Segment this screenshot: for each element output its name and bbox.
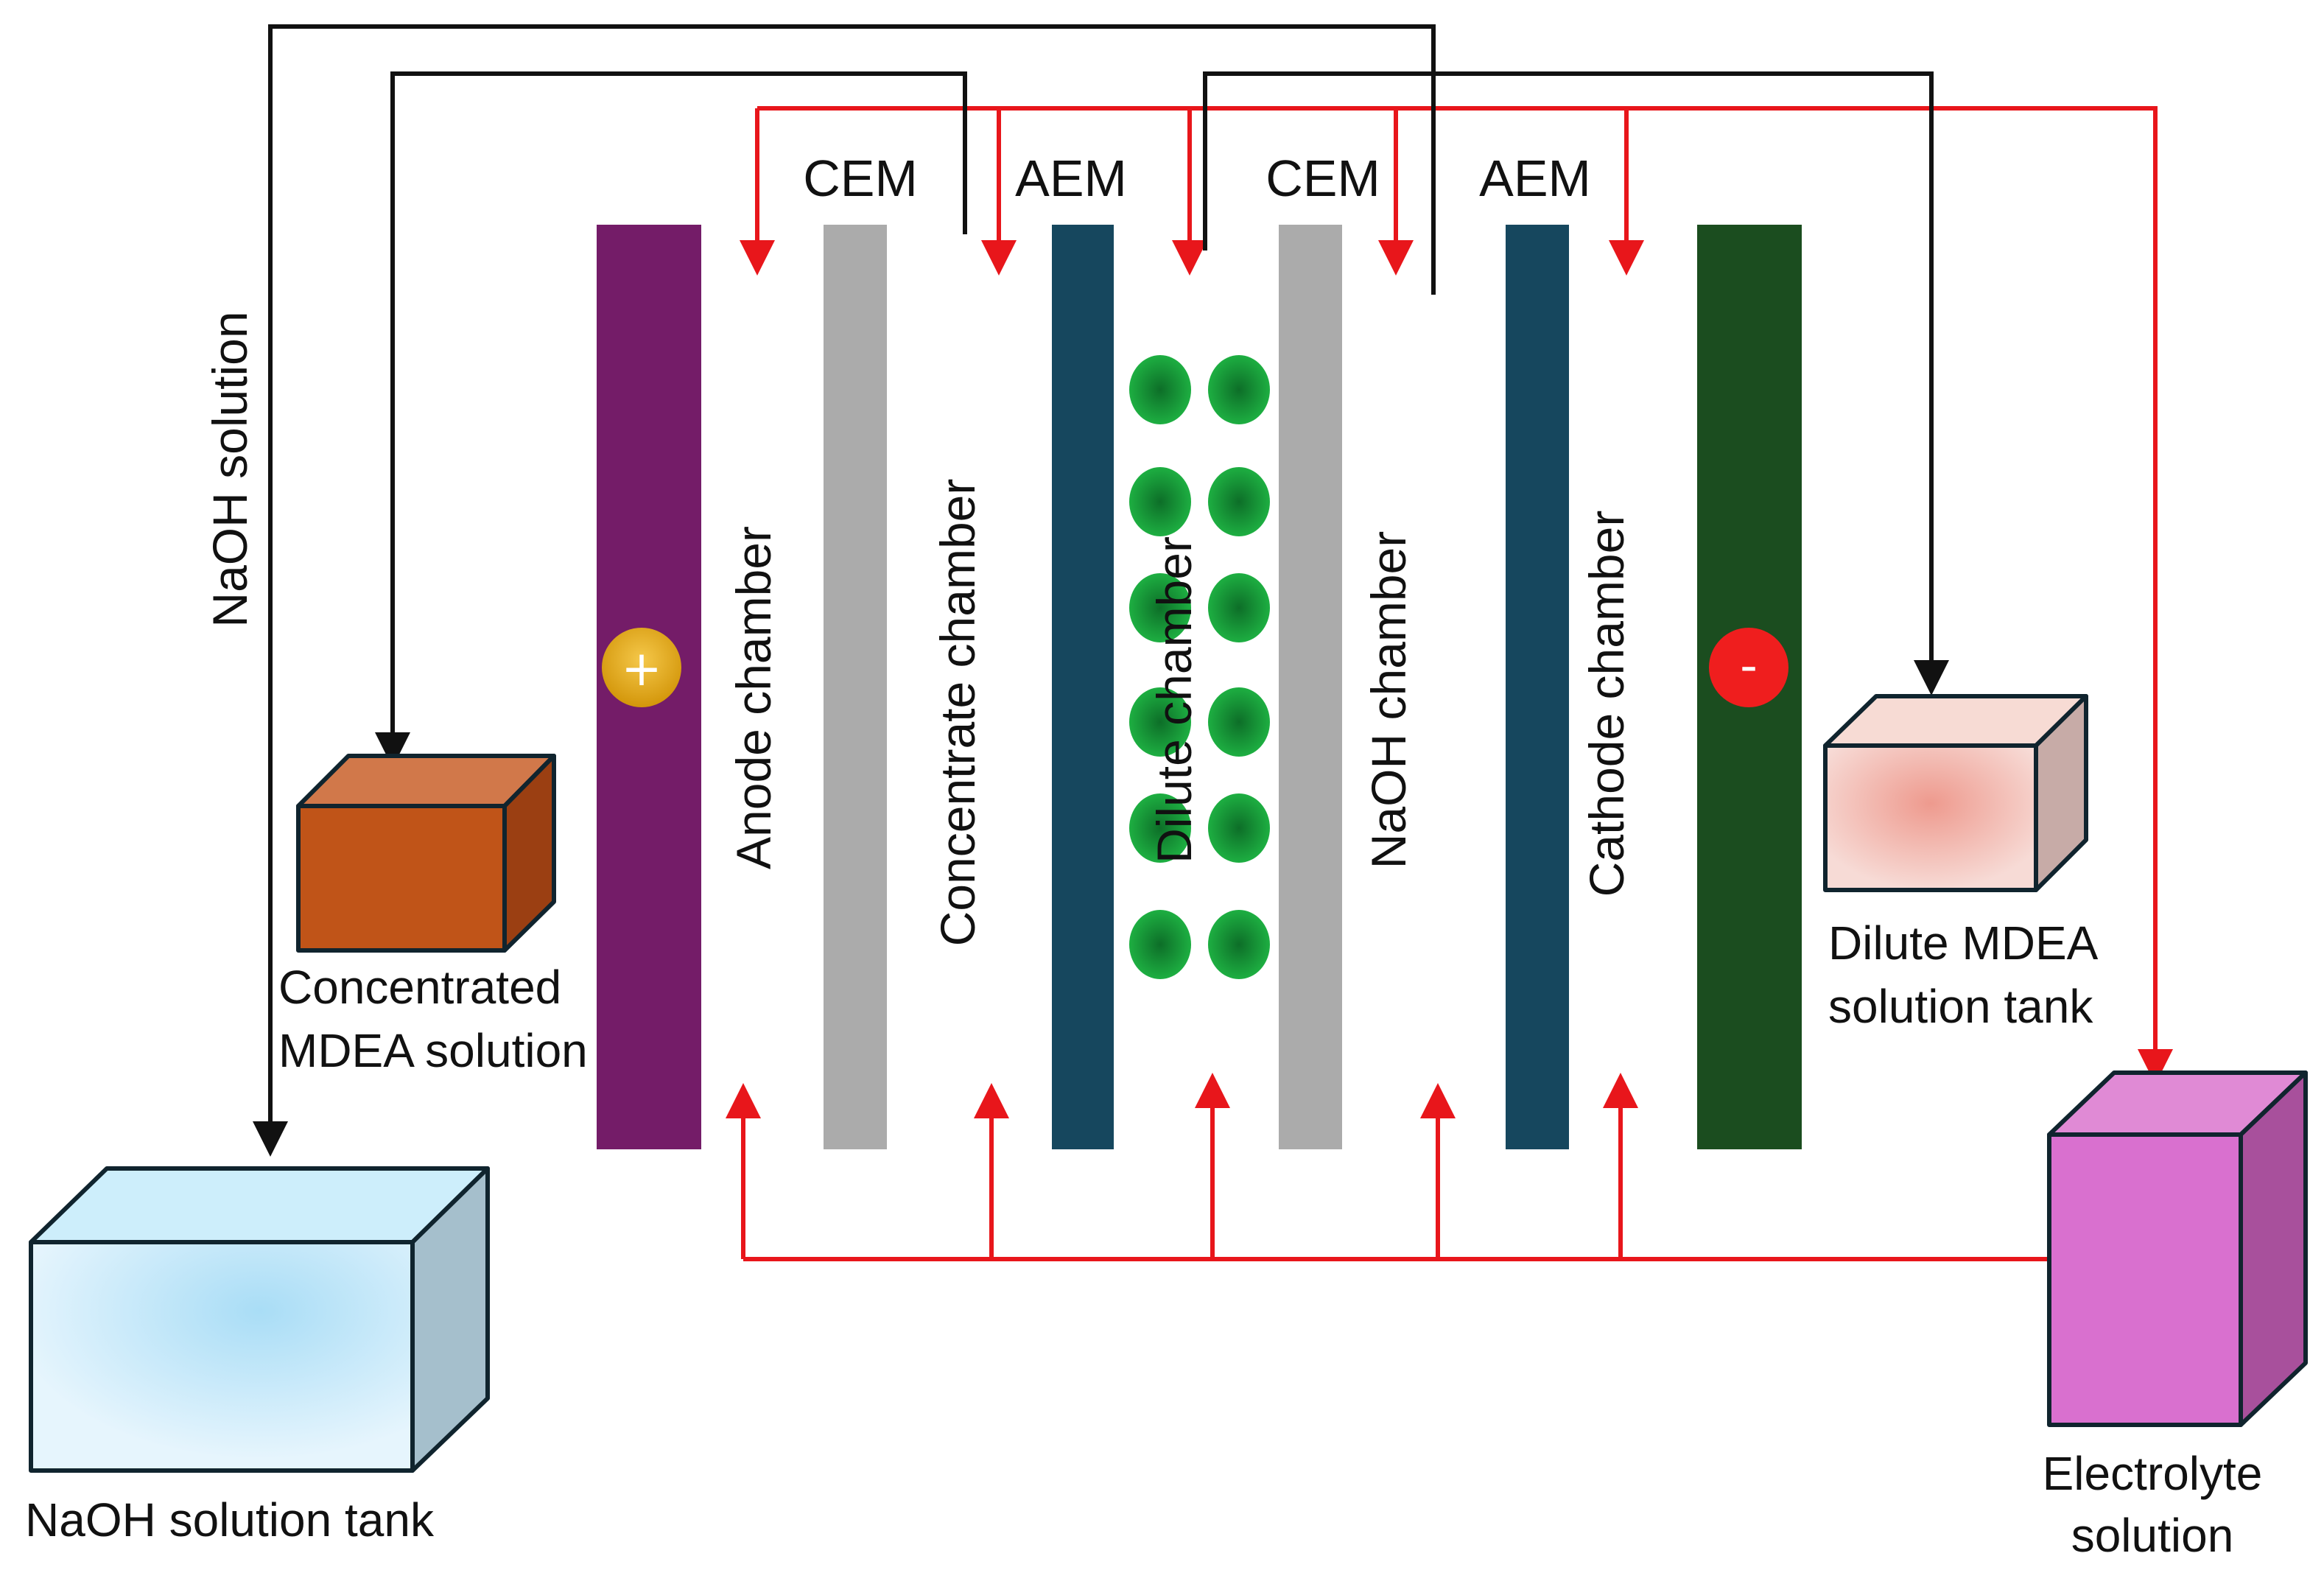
minus-icon — [1709, 628, 1788, 707]
cathode-chamber-label: Cathode chamber — [1579, 511, 1634, 897]
particle — [1129, 793, 1191, 863]
dilute-chamber-label: Dilute chamber — [1147, 536, 1201, 863]
naoh-chamber-label: NaOH chamber — [1361, 531, 1416, 869]
particle — [1129, 573, 1191, 642]
naoh-solution-line-label: NaOH solution — [203, 311, 257, 627]
electrolyte-tank-label-line1: Electrolyte — [2043, 1447, 2263, 1500]
electrolyte-supply-line — [757, 106, 2173, 1084]
naoh-tank — [29, 1166, 490, 1473]
tank-front — [1823, 743, 2038, 892]
concentrated-tank-label-line2: MDEA solution — [278, 1024, 588, 1077]
tank-side — [2239, 1070, 2308, 1427]
dilute-particles — [1129, 355, 1270, 979]
plus-icon — [602, 628, 681, 707]
cem-membrane-2 — [1279, 225, 1342, 1149]
particle — [1129, 467, 1191, 536]
cathode-sign: - — [1740, 637, 1758, 694]
aem-membrane-1 — [1052, 225, 1114, 1149]
dilute-mdea-tank — [1823, 694, 2088, 892]
tank-front — [29, 1240, 415, 1473]
cathode-terminal: - — [1709, 628, 1788, 707]
cem-membrane-1 — [824, 225, 887, 1149]
anode-sign: + — [621, 640, 661, 697]
particle — [1129, 687, 1191, 757]
anode-terminal: + — [602, 628, 681, 707]
solution-flow-lines — [253, 24, 1949, 1157]
anode-chamber-label: Anode chamber — [726, 526, 781, 869]
cem-label-2: CEM — [1265, 150, 1380, 207]
aem-label-2: AEM — [1479, 150, 1591, 207]
dilute-tank-label-line2: solution tank — [1828, 980, 2093, 1033]
cem-label-1: CEM — [803, 150, 918, 207]
aem-membrane-2 — [1506, 225, 1569, 1149]
dilute-tank-label-line1: Dilute MDEA — [1828, 917, 2099, 970]
particle — [1208, 793, 1270, 863]
naoh-tank-label: NaOH solution tank — [25, 1493, 435, 1546]
particle — [1208, 467, 1270, 536]
particle — [1129, 355, 1191, 424]
tank-front — [2047, 1132, 2243, 1427]
dilute-mdea-line — [1203, 71, 1949, 695]
concentrated-mdea-tank — [296, 754, 556, 953]
concentrate-chamber-label: Concentrate chamber — [930, 479, 985, 947]
concentrated-tank-label-line1: Concentrated — [278, 961, 561, 1014]
tank-top — [29, 1166, 490, 1244]
particle — [1208, 910, 1270, 979]
naoh-solution-line — [253, 24, 1436, 1157]
concentrated-mdea-line — [375, 71, 967, 768]
particle — [1129, 910, 1191, 979]
particle — [1208, 573, 1270, 642]
aem-label-1: AEM — [1015, 150, 1127, 207]
particle — [1208, 355, 1270, 424]
electrolyte-tank-label-line2: solution — [2071, 1509, 2234, 1562]
electrolyte-tank — [2047, 1070, 2308, 1427]
electrolyte-flow-lines — [726, 106, 2173, 1261]
particle — [1208, 687, 1270, 757]
tank-front — [296, 804, 507, 953]
